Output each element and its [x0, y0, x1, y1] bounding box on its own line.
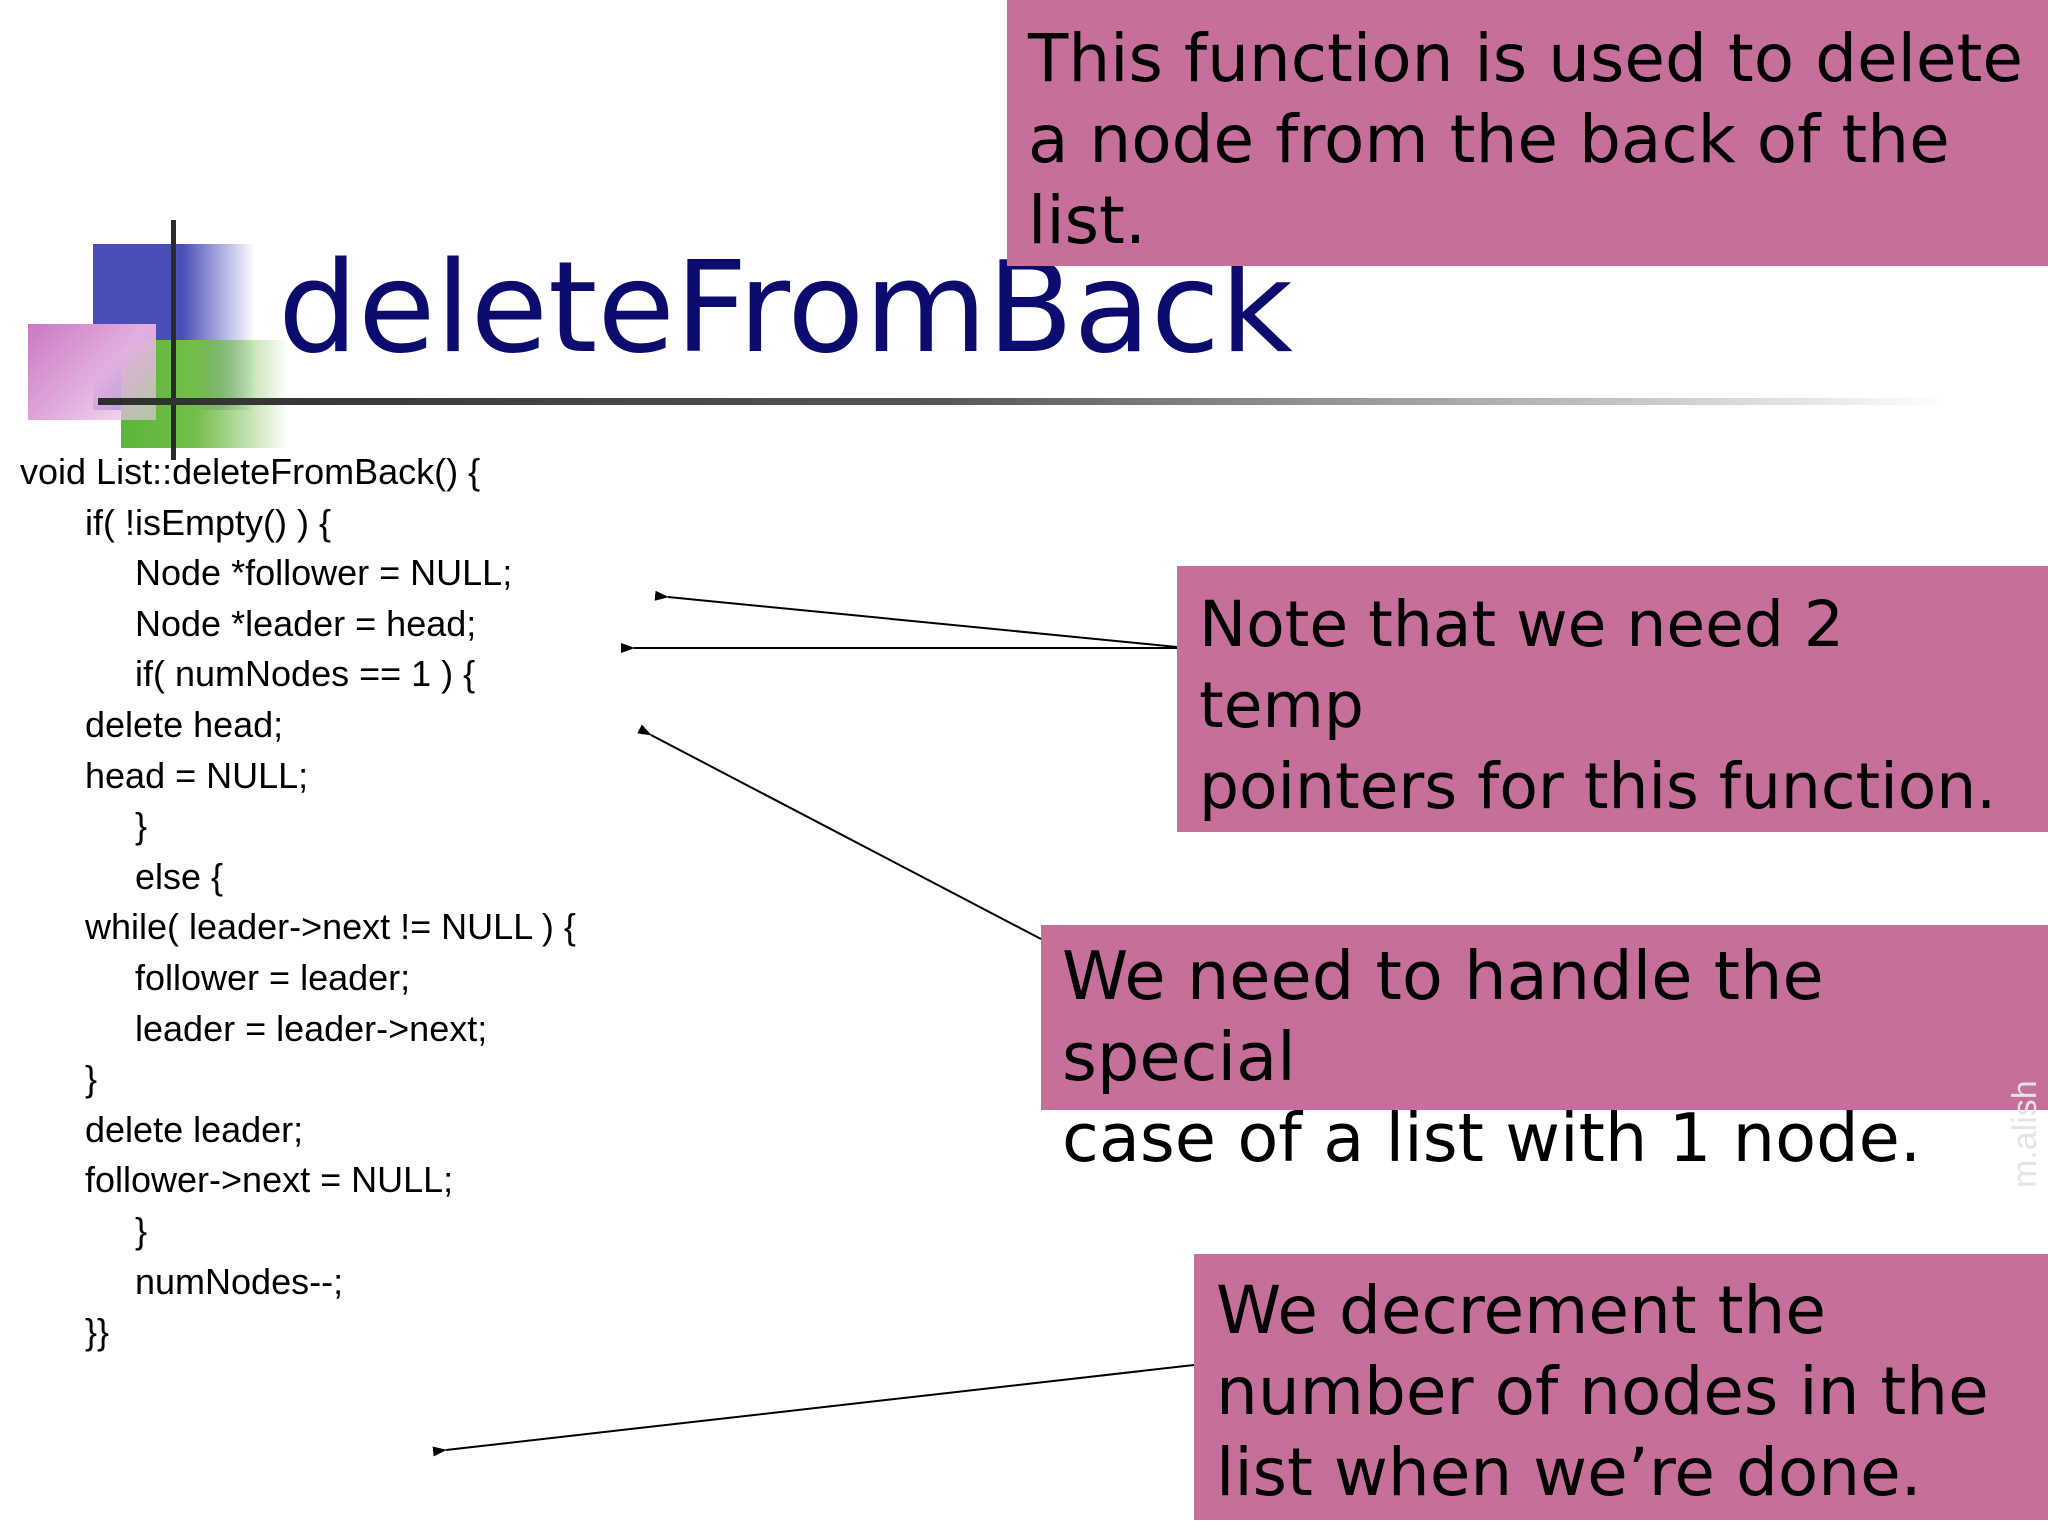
callout-decrement: We decrement the number of nodes in the …	[1194, 1254, 2048, 1520]
code-line: if( !isEmpty() ) {	[85, 501, 332, 543]
callout-line: This function is used to delete	[1028, 20, 2023, 97]
code-line: if( numNodes == 1 ) {	[135, 653, 476, 695]
code-line: follower->next = NULL;	[85, 1159, 454, 1201]
code-line: Node *follower = NULL;	[135, 552, 513, 594]
code-line: }	[85, 1058, 98, 1100]
arrow-to-if-block	[637, 724, 1042, 940]
code-line: Node *leader = head;	[135, 602, 477, 644]
code-line: else {	[135, 855, 224, 897]
code-line: void List::deleteFromBack() {	[20, 451, 481, 492]
code-line: }	[135, 805, 148, 847]
callout-line: list when we’re done.	[1216, 1434, 1922, 1511]
callout-line: case of a list with 1 node.	[1062, 1099, 1922, 1177]
code-line: }	[135, 1209, 148, 1251]
watermark: m.alish	[2006, 1080, 2044, 1188]
code-line: head = NULL;	[85, 754, 309, 796]
arrow-to-follower-line	[654, 590, 1178, 648]
code-line: while( leader->next != NULL ) {	[85, 906, 576, 948]
callout-line: list.	[1028, 182, 1146, 259]
callout-line: Note that we need 2	[1199, 588, 1844, 661]
callout-line: number of nodes in the	[1216, 1353, 1989, 1430]
callout-special-case: We need to handle the special case of a …	[1041, 925, 2048, 1177]
title-underline	[98, 398, 1948, 405]
callout-line: a node from the back of the	[1028, 101, 1950, 178]
code-line: delete leader;	[85, 1108, 304, 1150]
callout-function-purpose: This function is used to delete a node f…	[1007, 0, 2048, 266]
code-line: }}	[85, 1311, 110, 1353]
logo-vertical-line	[171, 220, 176, 460]
callout-line: We decrement the	[1216, 1272, 1826, 1349]
arrow-to-numnodes-decrement	[432, 1364, 1195, 1457]
callout-line: We need to handle the special	[1062, 937, 1824, 1096]
callout-temp-pointers: Note that we need 2 temp pointers for th…	[1177, 566, 2048, 832]
callout-line: temp	[1199, 669, 1364, 742]
callout-line: pointers for this function.	[1199, 750, 1997, 823]
code-line: delete head;	[85, 703, 284, 745]
code-line: follower = leader;	[135, 956, 411, 998]
code-line: numNodes--;	[135, 1260, 344, 1302]
code-line: leader = leader->next;	[135, 1007, 488, 1049]
code-block: void List::deleteFromBack() { if( !isEmp…	[0, 447, 576, 1358]
